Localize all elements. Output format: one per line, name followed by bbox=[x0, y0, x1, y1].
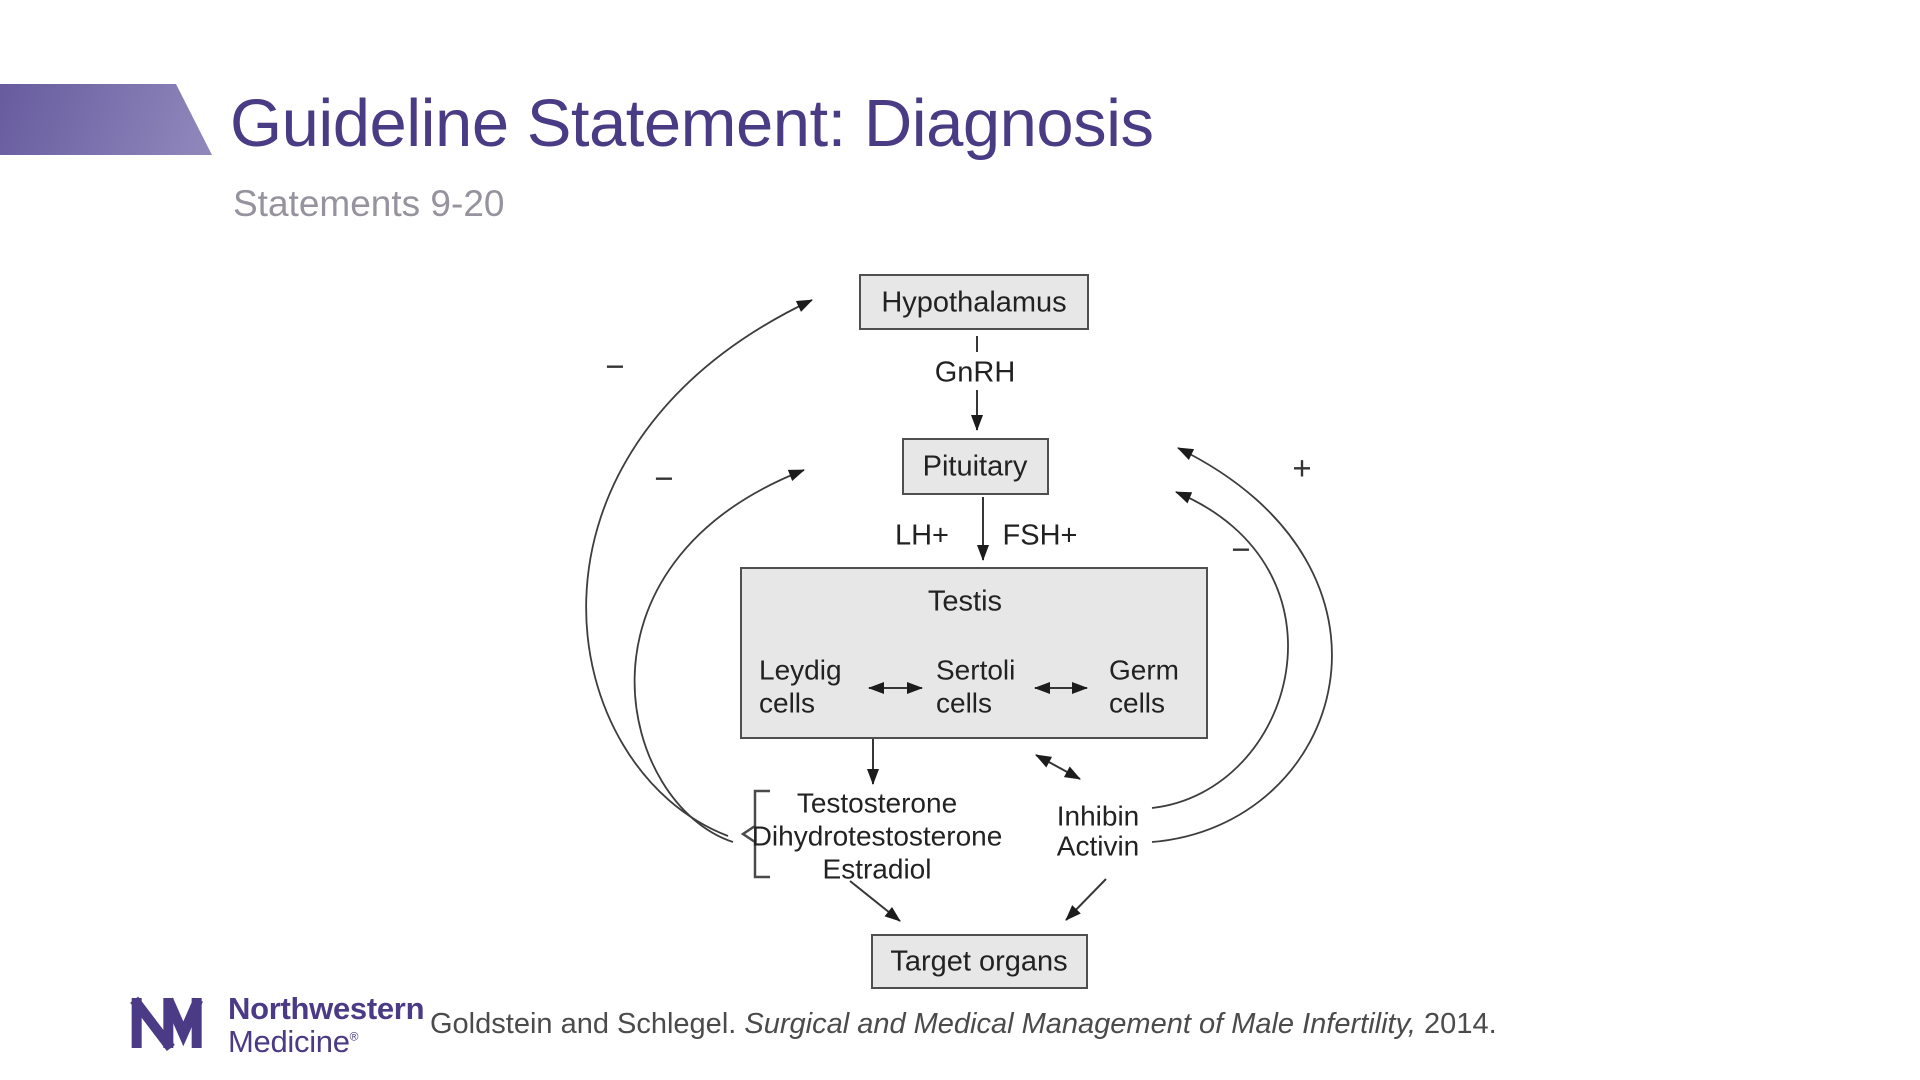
northwestern-medicine-logo: Northwestern Medicine® bbox=[130, 991, 425, 1059]
hormone-testosterone-label: Testosterone bbox=[797, 787, 957, 818]
feedback-arc-inhibin-negative bbox=[1151, 491, 1289, 809]
arrow-hormones-to-target-organs bbox=[849, 880, 901, 922]
hypothalamus-box bbox=[859, 274, 1089, 330]
minus-sign-pituitary-feedback: − bbox=[654, 460, 673, 497]
leydig-cells-label-line1: Leydig bbox=[759, 654, 842, 685]
fsh-label: FSH+ bbox=[1003, 520, 1078, 552]
hormone-estradiol-label: Estradiol bbox=[823, 853, 932, 884]
inhibin-label: Inhibin bbox=[1057, 800, 1140, 831]
target-organs-box bbox=[871, 934, 1088, 989]
sertoli-cells-label-line2: cells bbox=[936, 687, 992, 718]
page-subtitle: Statements 9-20 bbox=[233, 183, 505, 224]
pituitary-box bbox=[902, 438, 1049, 495]
lh-label: LH+ bbox=[895, 520, 949, 552]
hormone-dihydrotestosterone-label: Dihydrotestosterone bbox=[752, 820, 1003, 851]
leydig-cells-label-line2: cells bbox=[759, 687, 815, 718]
testis-box bbox=[740, 567, 1208, 739]
registered-mark: ® bbox=[349, 1029, 359, 1044]
feedback-arc-activin-positive bbox=[1151, 447, 1333, 843]
activin-label: Activin bbox=[1057, 830, 1139, 861]
hypothalamus-label: Hypothalamus bbox=[881, 287, 1066, 319]
header-accent-shape bbox=[0, 84, 212, 155]
sertoli-cells-label-line1: Sertoli bbox=[936, 654, 1015, 685]
page-title: Guideline Statement: Diagnosis bbox=[230, 86, 1154, 161]
gnrh-label: GnRH bbox=[935, 357, 1016, 389]
hormone-bracket bbox=[740, 789, 770, 879]
citation-text: Goldstein and Schlegel. Surgical and Med… bbox=[430, 1008, 1497, 1040]
germ-cells-label-line2: cells bbox=[1109, 687, 1165, 718]
logo-line-northwestern: Northwestern bbox=[228, 991, 425, 1026]
minus-sign-hypothalamus-feedback: − bbox=[605, 348, 624, 385]
target-organs-label: Target organs bbox=[890, 946, 1067, 978]
feedback-arc-hormones-to-pituitary bbox=[633, 469, 805, 843]
germ-cells-label-line1: Germ bbox=[1109, 654, 1179, 685]
citation-italic-title: Surgical and Medical Management of Male … bbox=[744, 1008, 1416, 1040]
arrow-testis-inhibin-bidirectional bbox=[1035, 754, 1081, 780]
minus-sign-right-feedback: − bbox=[1231, 531, 1250, 568]
feedback-arc-hormones-to-hypothalamus bbox=[585, 299, 813, 837]
logo-line-medicine: Medicine® bbox=[228, 1024, 359, 1059]
plus-sign-right-feedback: + bbox=[1292, 450, 1311, 487]
testis-label: Testis bbox=[928, 586, 1002, 618]
pituitary-label: Pituitary bbox=[923, 451, 1028, 483]
arrow-peptides-to-target-organs bbox=[1065, 878, 1107, 921]
logo-wordmark: Northwestern Medicine® bbox=[228, 991, 425, 1059]
nm-monogram-icon bbox=[130, 996, 203, 1052]
